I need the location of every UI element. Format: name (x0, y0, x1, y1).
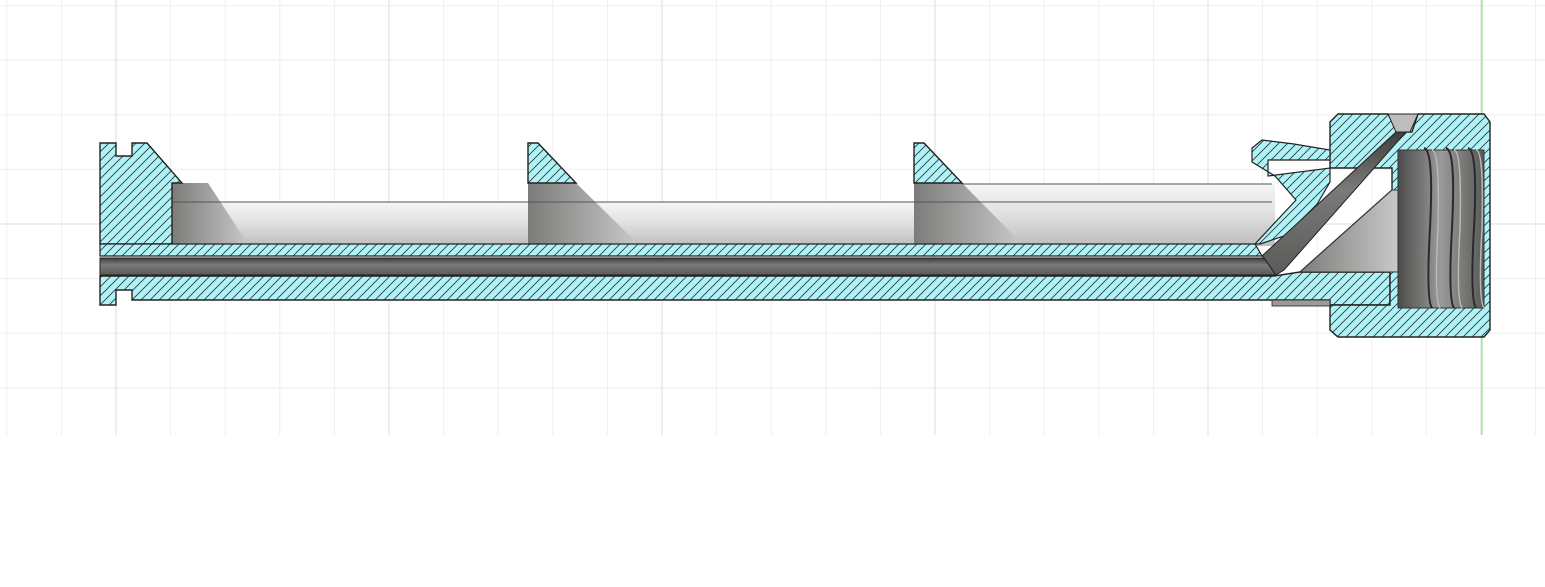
thread-highlight (1475, 149, 1485, 309)
upper-wall-strip (99, 243, 1264, 257)
step-collar (1271, 299, 1331, 307)
thread-ridge (1445, 147, 1455, 309)
fin-middle-right (913, 142, 964, 184)
vent-notch (1387, 113, 1419, 133)
fin-middle-left (527, 142, 578, 184)
thread-ridges (1423, 147, 1485, 309)
bore-channel (172, 183, 1275, 246)
lower-wall (99, 271, 1391, 306)
threaded-bore (1397, 149, 1485, 309)
thread-ridge (1423, 147, 1433, 309)
right-fitting-section (1251, 113, 1491, 338)
tube-section (99, 142, 1391, 306)
thread-highlight (1453, 149, 1463, 309)
inner-rod (99, 257, 1277, 276)
clip-arm (1251, 139, 1331, 245)
thread-highlight (1431, 149, 1441, 309)
thread-ridge (1467, 147, 1477, 309)
